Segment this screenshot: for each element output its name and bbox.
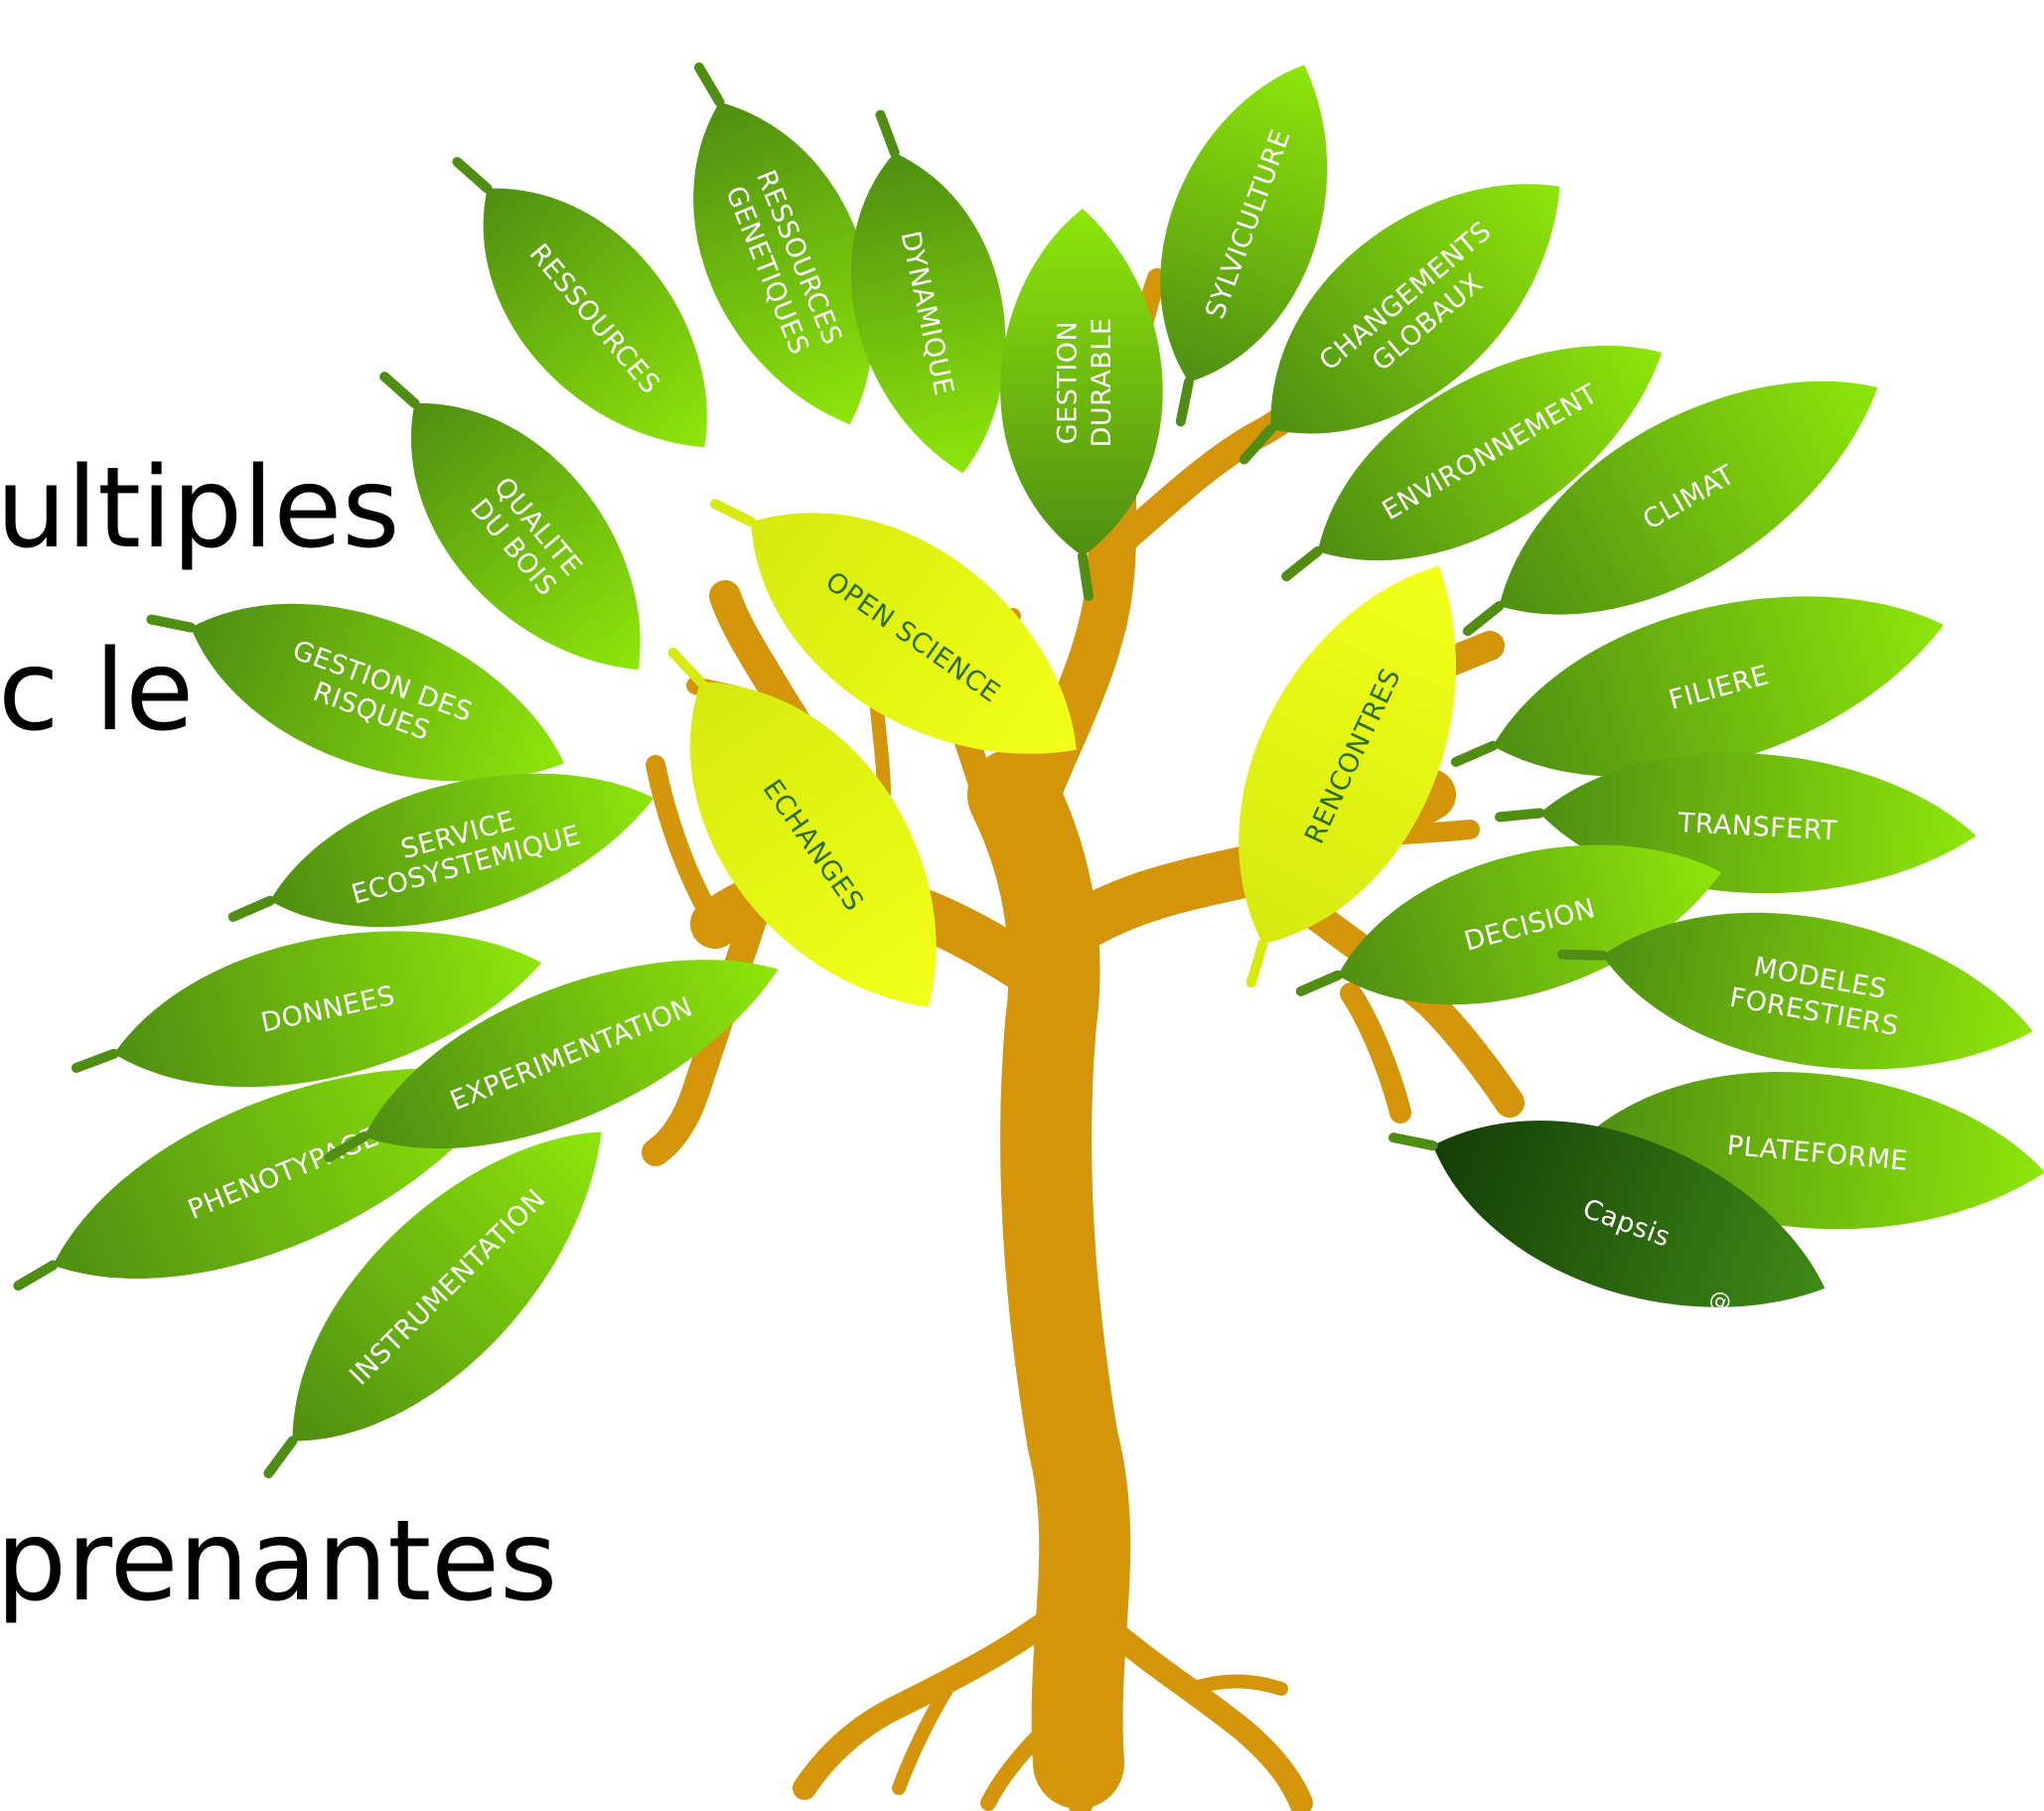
branch-left-far (646, 755, 725, 934)
root-right (1076, 1597, 1313, 1811)
root-left-2 (892, 1672, 960, 1795)
leaf-stem-capsis (1388, 1132, 1438, 1151)
leaf-shape-decision (1337, 844, 1722, 1005)
leaf-stem-rencontres (1245, 939, 1268, 988)
leaf-shape-instrumentation (292, 1132, 602, 1441)
leaf-shape-rencontres (1239, 565, 1456, 945)
leaf-stem-filiere (1450, 740, 1499, 767)
leaf-stem-experimentation (324, 1132, 369, 1162)
root-right-2 (1185, 1674, 1288, 1696)
root-center (1062, 1666, 1094, 1811)
leaf-label-gestion-durable: GESTION (1052, 321, 1083, 445)
leaf-capsis: Capsis@ (1388, 1121, 1825, 1317)
leaf-stem-dynamique (875, 109, 900, 158)
leaf-shape-experimentation (364, 960, 779, 1149)
leaf-shape-ressources-genetiques (693, 101, 874, 425)
leaf-shape-capsis (1432, 1121, 1825, 1307)
leaf-decision: DECISION (1295, 844, 1722, 1005)
leaf-label-gestion-durable: DURABLE (1087, 318, 1117, 448)
leaf-shape-ressources (483, 188, 707, 448)
leaf-shape-climat (1499, 380, 1878, 615)
leaf-stem-climat (1462, 601, 1505, 637)
leaf-rencontres: RENCONTRES (1239, 565, 1456, 988)
background-text-line-2: c le (0, 627, 195, 756)
leaf-shape-filiere (1493, 596, 1944, 777)
branch-left-low (642, 900, 769, 1166)
leaf-stem-instrumentation (263, 1435, 298, 1479)
leaf-shape-donnees (113, 931, 542, 1088)
background-text-line-3: prenantes (0, 1497, 558, 1626)
leaf-stem-echanges (667, 647, 706, 687)
leaf-stem-gestion-des-risques (146, 614, 197, 633)
leaf-shape-gestion-durable (1000, 209, 1163, 556)
leaf-shape-modeles-forestiers (1602, 912, 2033, 1070)
leaf-stem-decision (1295, 970, 1343, 996)
leaf-stem-open-science (709, 499, 757, 528)
leaf-stem-phenotypage (13, 1260, 59, 1291)
leaf-shape-qualite-du-bois (410, 402, 641, 671)
leaf-shape-changements-globaux (1270, 184, 1560, 434)
leaf-climat: CLIMAT (1462, 380, 1878, 637)
leaf-stem-service-ecosystemique (227, 895, 275, 922)
leaf-stem-sylviculture (1175, 377, 1194, 427)
leaf-echanges: ECHANGES (667, 647, 937, 1007)
leaf-shape-sylviculture (1160, 65, 1328, 382)
leaf-stem-ressources (452, 156, 493, 194)
leaf-stem-ressources-genetiques (693, 62, 725, 107)
root-center-left (980, 1701, 1076, 1811)
background-text-line-1: ultiples (0, 444, 400, 573)
leaf-open-science: OPEN SCIENCE (709, 499, 1077, 754)
leaf-shape-gestion-des-risques (191, 603, 564, 782)
leaf-dynamique: DYNAMIQUE (850, 109, 1006, 474)
leaf-stem-qualite-du-bois (379, 372, 420, 408)
leaf-stem-transfert (1495, 808, 1545, 823)
root-left (793, 1597, 1075, 1800)
leaf-sylviculture: SYLVICULTURE (1160, 65, 1328, 427)
leaf-shape-environnement (1317, 346, 1663, 561)
leaf-shape-dynamique (850, 152, 1006, 474)
leaf-stem-donnees (71, 1048, 119, 1073)
leaf-stem-gestion-durable (1078, 551, 1094, 601)
leaf-stem-modeles-forestiers (1556, 949, 1608, 961)
leaf-donnees: DONNEES (71, 931, 542, 1088)
leaf-stem-changements-globaux (1239, 424, 1276, 465)
branch-right-low-2 (1340, 982, 1411, 1124)
leaf-filiere: FILIERE (1450, 596, 1944, 777)
leaf-shape-open-science (751, 513, 1077, 754)
leaf-stem-environnement (1281, 546, 1323, 582)
leaf-shape-echanges (690, 681, 937, 1007)
leaf-shape-service-ecosystemique (269, 773, 655, 928)
